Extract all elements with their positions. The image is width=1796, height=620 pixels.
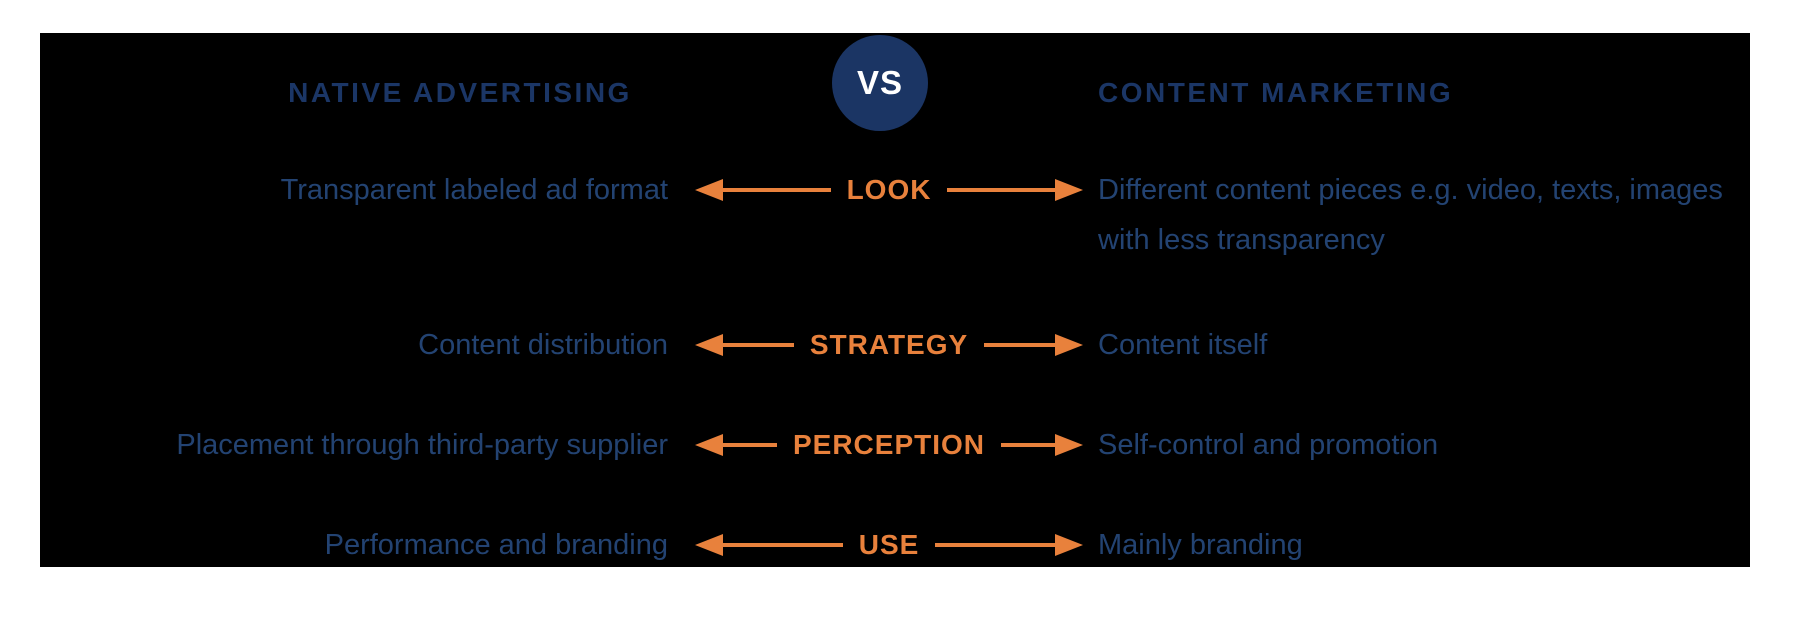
- dimension-label-use: USE: [858, 529, 920, 560]
- native-advertising-heading: NATIVE ADVERTISING: [288, 77, 632, 108]
- native-look-text: Transparent labeled ad format: [280, 174, 668, 206]
- right-arrow-icon: [984, 334, 1084, 356]
- vs-badge-label: VS: [856, 64, 904, 101]
- dimension-label-strategy: STRATEGY: [809, 329, 969, 360]
- dimension-label-look: LOOK: [846, 174, 932, 205]
- right-arrow-icon: [947, 179, 1084, 201]
- left-arrow-icon: [695, 534, 843, 556]
- right-arrow-icon: [935, 534, 1084, 556]
- dimension-label-perception: PERCEPTION: [792, 429, 986, 460]
- comparison-row-use: Performance and branding USE Mainly bran…: [40, 520, 1750, 570]
- native-use-text: Performance and branding: [324, 529, 668, 561]
- content-perception-text: Self-control and promotion: [1098, 429, 1439, 461]
- comparison-row-strategy: Content distribution STRATEGY Content it…: [40, 320, 1750, 370]
- native-perception-text: Placement through third-party supplier: [176, 429, 668, 461]
- content-use-text: Mainly branding: [1098, 529, 1303, 561]
- perception-dimension: PERCEPTION: [668, 420, 1098, 470]
- right-arrow-icon: [1001, 434, 1083, 456]
- content-marketing-heading: CONTENT MARKETING: [1098, 77, 1454, 108]
- content-strategy-text: Content itself: [1098, 329, 1268, 361]
- strategy-dimension: STRATEGY: [668, 320, 1098, 370]
- vs-badge: VS: [832, 35, 928, 131]
- left-arrow-icon: [695, 334, 794, 356]
- content-look-text: Different content pieces e.g. video, tex…: [1098, 174, 1723, 256]
- comparison-row-look: Transparent labeled ad format LOOK Diffe…: [40, 165, 1750, 265]
- left-arrow-icon: [695, 179, 831, 201]
- comparison-row-perception: Placement through third-party supplier P…: [40, 420, 1750, 470]
- comparison-panel: NATIVE ADVERTISING VS CONTENT MARKETING …: [40, 33, 1750, 567]
- use-dimension: USE: [668, 520, 1098, 570]
- native-strategy-text: Content distribution: [418, 329, 668, 361]
- left-arrow-icon: [695, 434, 777, 456]
- look-dimension: LOOK: [668, 165, 1098, 215]
